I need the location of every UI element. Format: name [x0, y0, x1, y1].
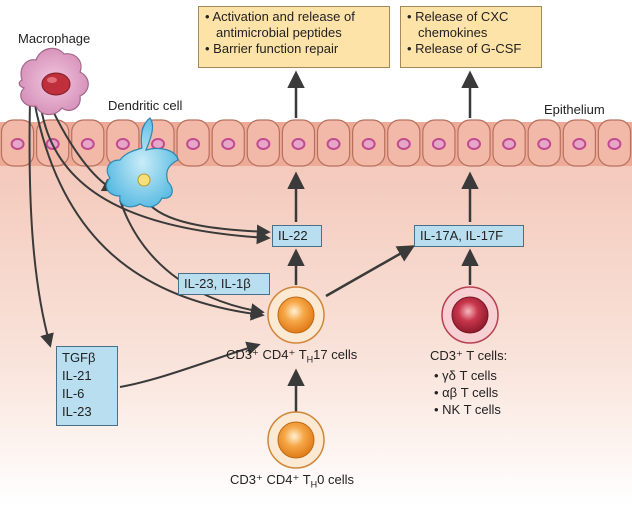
cd3-t-cells-label: CD3⁺ T cells:	[430, 348, 508, 363]
dendritic-cell	[105, 117, 179, 208]
cytokine-il23: IL-23	[62, 404, 92, 419]
epithelial-nucleus	[572, 138, 587, 150]
th17-label-subscript: H	[306, 354, 314, 365]
il22-box: IL-22	[272, 225, 322, 247]
epithelial-nucleus	[361, 138, 376, 150]
epithelial-nucleus	[467, 138, 481, 150]
il22-effect-line-1: • Activation and release of	[205, 9, 355, 24]
t-cell-type-nk: • NK T cells	[434, 402, 501, 417]
arrow-cytokines-to-th17	[119, 341, 261, 388]
arrow-th17-to-il17	[325, 245, 416, 298]
epithelium-band	[0, 122, 632, 166]
arrow-macrophage-to-th17	[33, 99, 265, 321]
th17-cell	[267, 286, 325, 344]
il17-effects-box: • Release of CXC chemokines • Release of…	[400, 6, 542, 68]
th0-label-prefix: CD3⁺ CD4⁺ T	[230, 472, 311, 487]
epithelial-nucleus	[221, 138, 236, 150]
il22-effects-box: • Activation and release of antimicrobia…	[198, 6, 390, 68]
cd3-t-cell	[441, 286, 499, 344]
th0-label-subscript: H	[310, 479, 318, 490]
macrophage-cytokines-box: TGFβ IL-21 IL-6 IL-23	[56, 346, 118, 426]
arrow-dc-to-th17	[119, 199, 265, 318]
epithelium-layer	[0, 119, 632, 167]
t-cell-type-ab: • αβ T cells	[434, 385, 499, 400]
epithelial-nucleus	[431, 138, 446, 150]
epithelial-nucleus	[607, 138, 622, 150]
cytokine-tgfb: TGFβ	[62, 350, 96, 365]
il17-effect-line-3: • Release of G-CSF	[407, 41, 522, 56]
t-cell-types-list: • γδ T cells • αβ T cells • NK T cells	[434, 367, 501, 418]
th17-cells-label: CD3⁺ CD4⁺ TH17 cells	[226, 347, 357, 365]
epithelial-nucleus	[256, 138, 271, 150]
macrophage-cell	[18, 47, 89, 116]
cytokine-il6: IL-6	[62, 386, 85, 401]
epithelial-nucleus	[80, 138, 95, 150]
il17-effect-line-1: • Release of CXC	[407, 9, 509, 24]
th0-label-suffix: 0 cells	[317, 472, 355, 487]
th17-label-suffix: 17 cells	[313, 347, 358, 362]
arrow-macrophage-to-il22	[39, 99, 271, 245]
epithelial-nucleus	[502, 138, 517, 150]
th0-cell	[267, 411, 325, 469]
il17-effect-line-2: chemokines	[418, 25, 488, 40]
arrow-dc-to-il22	[149, 204, 271, 239]
epithelial-nucleus	[115, 138, 130, 150]
il22-effect-line-3: • Barrier function repair	[205, 41, 339, 56]
epithelial-nucleus	[326, 138, 341, 150]
epithelial-nucleus	[537, 138, 552, 150]
arrow-macrophage-to-cytokines	[28, 99, 54, 348]
th17-label-prefix: CD3⁺ CD4⁺ T	[226, 347, 307, 362]
dendritic-cell-label: Dendritic cell	[108, 98, 183, 113]
il22-effect-line-2: antimicrobial peptides	[216, 25, 342, 40]
il23-il1b-box: IL-23, IL-1β	[178, 273, 270, 295]
epithelial-nucleus	[291, 138, 306, 150]
epithelium-label: Epithelium	[544, 102, 605, 117]
t-cell-type-gd: • γδ T cells	[434, 368, 497, 383]
cytokine-il21: IL-21	[62, 368, 92, 383]
epithelial-nucleus	[10, 138, 25, 150]
macrophage-label: Macrophage	[18, 31, 91, 46]
th0-cells-label: CD3⁺ CD4⁺ TH0 cells	[230, 472, 354, 490]
epithelial-nucleus	[151, 138, 165, 150]
il17-box: IL-17A, IL-17F	[414, 225, 524, 247]
epithelial-nucleus	[186, 138, 201, 150]
epithelial-nucleus	[396, 138, 411, 150]
